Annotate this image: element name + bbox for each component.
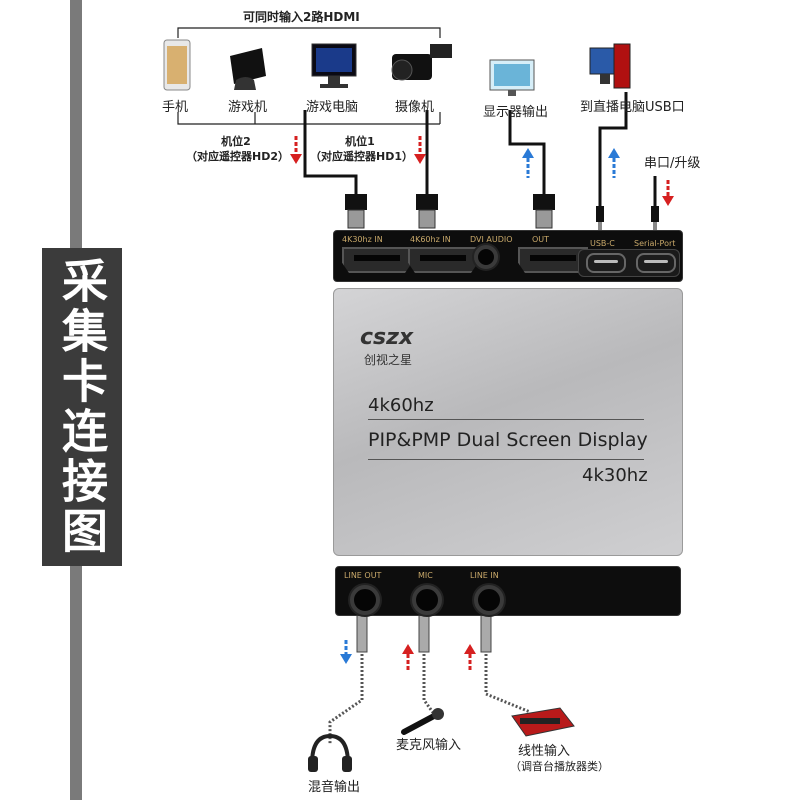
hdmi-port-4k30 <box>342 247 412 273</box>
label-monitor-out: 显示器输出 <box>483 105 549 120</box>
console-icon <box>230 48 266 90</box>
position-2-label: 机位2 （对应遥控器HD2） <box>186 134 289 164</box>
dvi-audio-jack <box>474 245 498 269</box>
label-console: 游戏机 <box>228 100 268 115</box>
arrow-serial-down <box>662 180 674 206</box>
line-out-jack <box>350 585 380 615</box>
arrow-lineout-down <box>340 640 352 664</box>
arrow-hd1-down <box>414 136 426 164</box>
port-label-serial: Serial-Port <box>634 239 676 248</box>
mixer-icon <box>511 707 575 737</box>
port-label-dvi-audio: DVI AUDIO <box>470 235 513 244</box>
arrow-linein-up <box>464 644 476 672</box>
arrow-out-up <box>522 148 534 178</box>
bottom-audio-panel: LINE OUT MIC LINE IN <box>335 566 681 616</box>
divider-line-1 <box>368 419 644 420</box>
port-label-mic: MIC <box>418 571 433 580</box>
label-stream-pc: 到直播电脑USB口 <box>580 100 685 115</box>
usbc-plug <box>596 206 604 230</box>
top-port-panel: 4K30hz IN 4K60hz IN DVI AUDIO OUT USB-C … <box>333 230 683 282</box>
label-serial: 串口/升级 <box>644 156 701 171</box>
label-line-in-sub: （调音台播放器类） <box>510 760 609 773</box>
label-line-in: 线性输入 <box>518 744 571 759</box>
position-2-title: 机位2 <box>221 135 251 148</box>
divider-line-2 <box>368 459 644 460</box>
mic-jack <box>412 585 442 615</box>
microphone-icon <box>401 708 444 735</box>
spec-4k60: 4k60hz <box>368 395 434 416</box>
port-label-4k30-in: 4K30hz IN <box>342 235 383 244</box>
top-caption: 可同时输入2路HDMI <box>243 10 360 24</box>
label-mic-in: 麦克风输入 <box>396 738 462 753</box>
position-1-sub: （对应遥控器HD1） <box>310 150 413 163</box>
spec-pip-pmp: PIP&PMP Dual Screen Display <box>368 429 648 451</box>
position-1-label: 机位1 （对应遥控器HD1） <box>310 134 413 164</box>
serial-plug <box>651 206 659 230</box>
port-label-line-in: LINE IN <box>470 571 499 580</box>
hdmi-plug-2 <box>416 194 438 229</box>
side-title-panel: 采集卡连接图 <box>42 248 122 566</box>
brand-logo: cszx <box>360 325 414 350</box>
hdmi-port-4k60 <box>408 247 478 273</box>
label-camera: 摄像机 <box>395 100 435 115</box>
label-gaming-pc: 游戏电脑 <box>306 100 359 115</box>
port-label-out: OUT <box>532 235 550 244</box>
arrow-hd2-down <box>290 136 302 164</box>
port-label-usbc: USB-C <box>590 239 615 248</box>
spec-4k30: 4k30hz <box>582 465 648 486</box>
arrow-mic-up <box>402 644 414 672</box>
port-label-line-out: LINE OUT <box>344 571 382 580</box>
usbc-port <box>586 253 626 273</box>
camera-icon <box>391 44 452 81</box>
phone-icon <box>163 39 191 91</box>
hdmi-plug-1 <box>345 194 367 229</box>
port-label-4k60-in: 4K60hz IN <box>410 235 451 244</box>
monitor-icon <box>489 59 535 96</box>
hdmi-plug-out <box>533 194 555 229</box>
headphones-icon <box>308 733 352 772</box>
gaming-pc-icon <box>311 43 357 88</box>
label-phone: 手机 <box>162 100 189 115</box>
position-1-title: 机位1 <box>345 135 375 148</box>
line-in-jack <box>474 585 504 615</box>
serial-port <box>636 253 676 273</box>
arrow-usb-up <box>608 148 620 178</box>
brand-name-cn: 创视之星 <box>364 353 413 367</box>
label-mix-out: 混音输出 <box>308 780 361 795</box>
stream-pc-icon <box>589 43 631 89</box>
capture-card-device: cszx 创视之星 4k60hz PIP&PMP Dual Screen Dis… <box>333 288 683 556</box>
side-title: 采集卡连接图 <box>55 257 109 557</box>
position-2-sub: （对应遥控器HD2） <box>186 150 289 163</box>
